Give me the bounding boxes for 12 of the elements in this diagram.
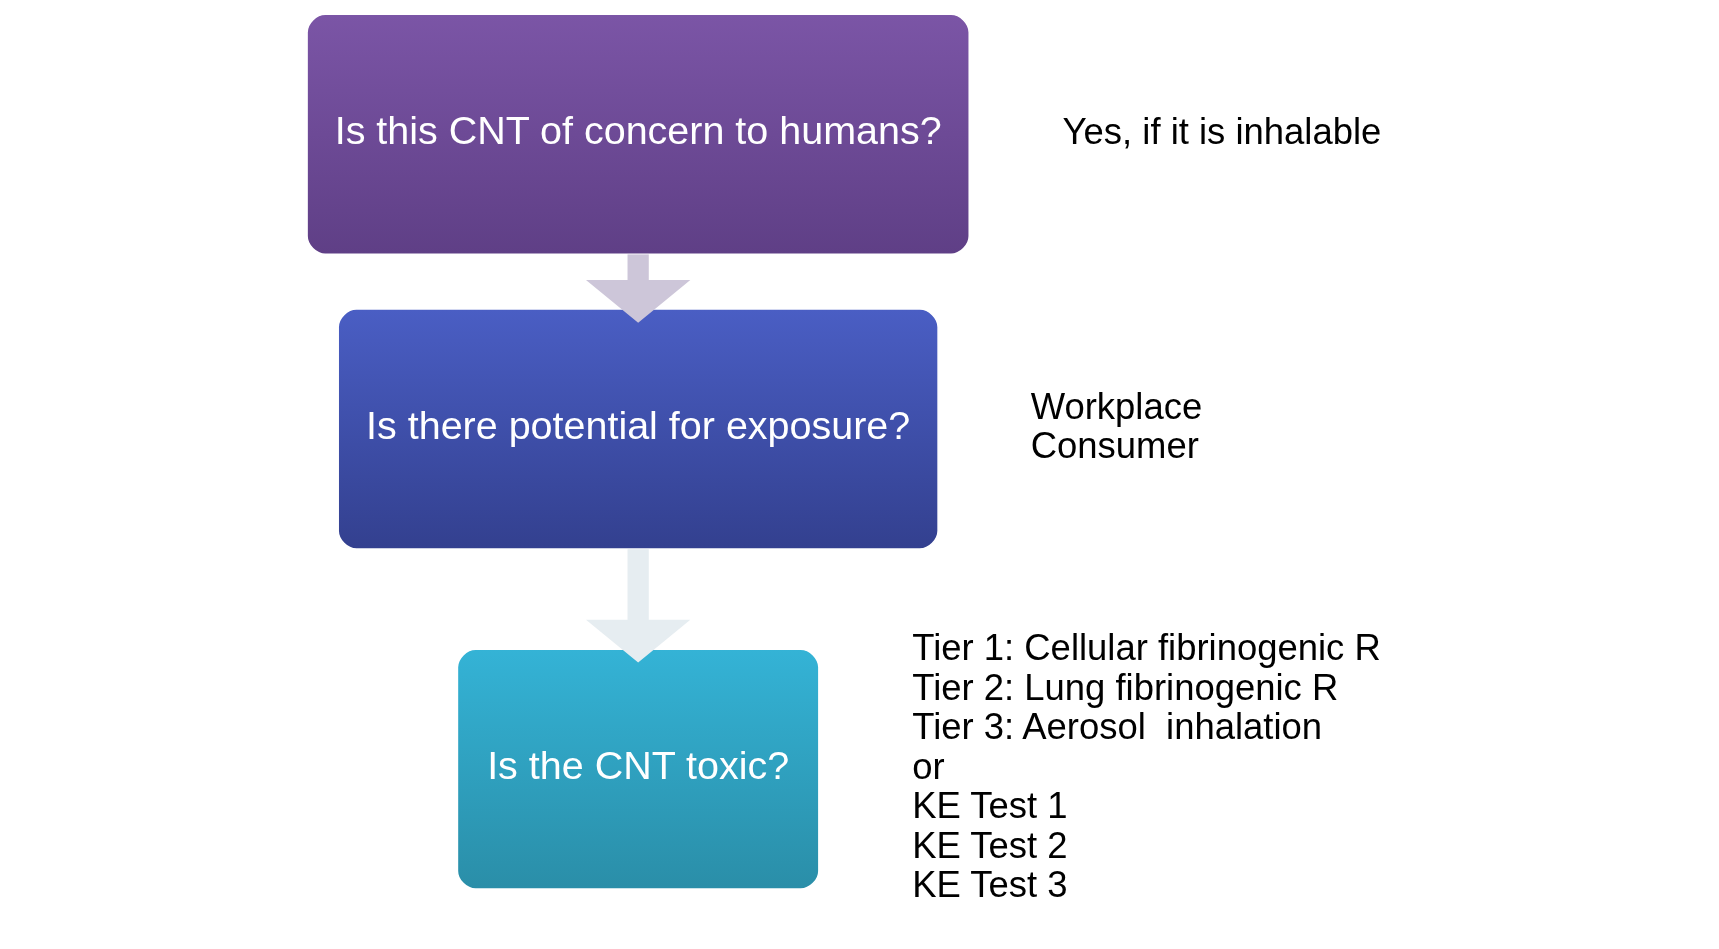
node-label: or [912, 745, 945, 787]
arrow [586, 254, 691, 323]
node-box: Is the CNT toxic? [456, 648, 820, 890]
arrow [586, 549, 691, 663]
node-label: Workplace [1030, 385, 1203, 427]
node-label: KE Test 2 [912, 824, 1068, 866]
node-box: Is this CNT of concern to humans? [306, 13, 970, 256]
node-label: KE Test 3 [912, 864, 1068, 905]
node-box: Is there potential for exposure? [337, 308, 939, 550]
node-label: KE Test 1 [912, 785, 1068, 827]
node-label: Tier 1: Cellular fibrinogenic R [912, 627, 1381, 669]
node-label: Yes, if it is inhalable [1062, 110, 1382, 152]
